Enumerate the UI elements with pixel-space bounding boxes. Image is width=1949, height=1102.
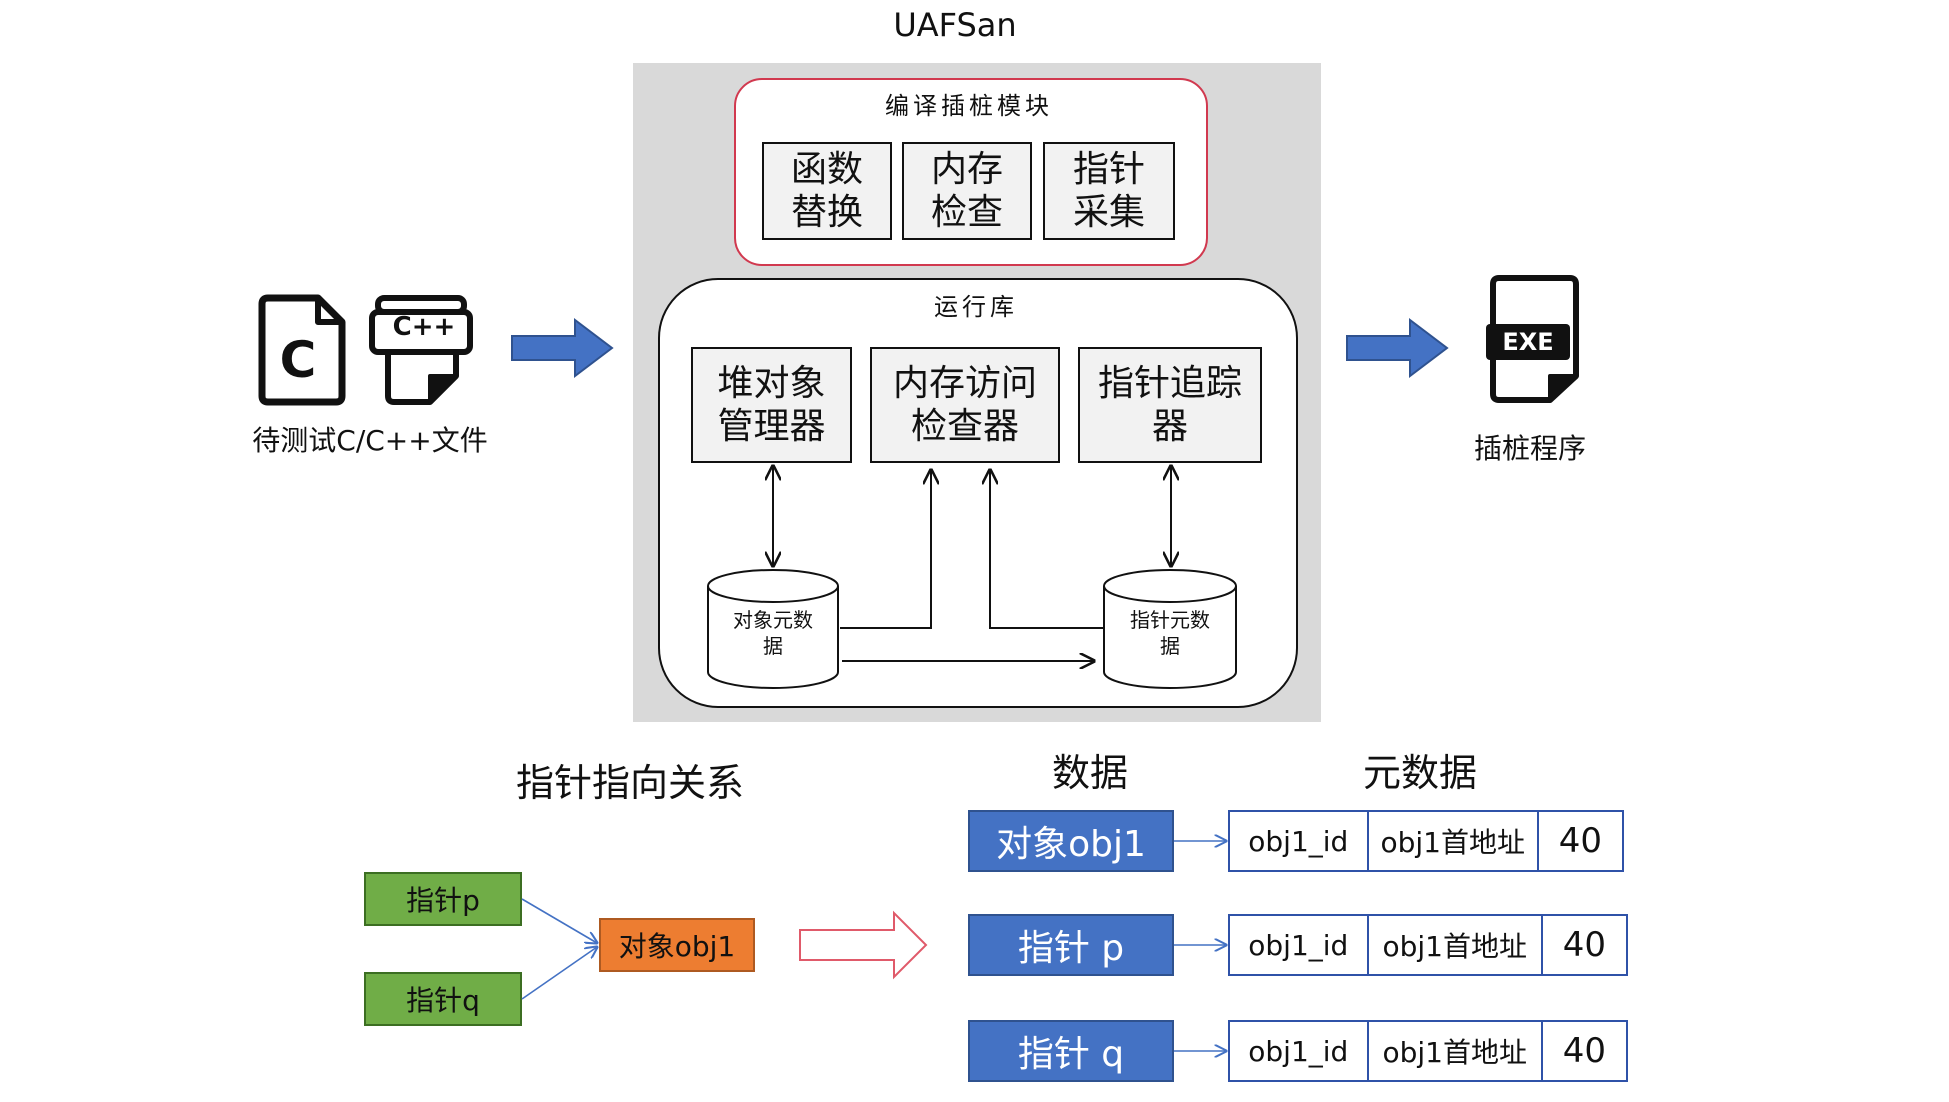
pointer-metadata-line1: 指针元数 xyxy=(1130,608,1210,632)
input-flow-arrow xyxy=(511,317,614,379)
pointer-collect-line1: 指针 xyxy=(1072,148,1145,190)
metadata-size-cell: 40 xyxy=(1562,925,1607,965)
metadata-addr-cell: obj1首地址 xyxy=(1369,916,1543,974)
input-files-label: 待测试C/C++文件 xyxy=(252,424,488,457)
pointer-tracker-line2: 器 xyxy=(1151,406,1188,447)
relation-heading: 指针指向关系 xyxy=(515,760,744,805)
data-pointer-p: 指针 p xyxy=(968,914,1174,976)
function-replace-box: 函数 替换 xyxy=(762,142,892,240)
memory-access-checker-box: 内存访问 检查器 xyxy=(870,347,1060,463)
pointer-p-to-object-arrow xyxy=(521,898,597,943)
heap-object-manager-line2: 管理器 xyxy=(717,406,826,447)
object-metadata-label: 对象元数 据 xyxy=(708,602,838,664)
pointer-q-box: 指针q xyxy=(364,972,522,1026)
metadata-size-cell: 40 xyxy=(1562,1031,1607,1071)
metadata-id-cell: obj1_id xyxy=(1230,812,1369,870)
memory-access-checker-line1: 内存访问 xyxy=(892,362,1037,404)
metadata-row-obj1: obj1_id obj1首地址 40 xyxy=(1228,810,1624,872)
function-replace-line2: 替换 xyxy=(790,192,863,233)
memory-access-checker-line2: 检查器 xyxy=(910,406,1019,447)
metadata-id-cell: obj1_id xyxy=(1230,1022,1369,1080)
metadata-size-cell: 40 xyxy=(1558,821,1603,861)
pointer-metadata-label: 指针元数 据 xyxy=(1104,602,1236,664)
metadata-addr-cell: obj1首地址 xyxy=(1369,812,1539,870)
object-metadata-line1: 对象元数 xyxy=(733,608,813,632)
diagram-title: UAFSan xyxy=(893,6,1017,44)
pointer-q-to-object-arrow xyxy=(521,947,597,1000)
transform-hollow-arrow xyxy=(799,910,928,980)
object-obj1-box: 对象obj1 xyxy=(599,918,755,972)
function-replace-line1: 函数 xyxy=(790,148,863,190)
memory-check-line2: 检查 xyxy=(930,192,1003,233)
pointer-tracker-line1: 指针追踪 xyxy=(1097,362,1242,404)
pointer-p-box: 指针p xyxy=(364,872,522,926)
output-program-label: 插桩程序 xyxy=(1473,432,1586,465)
pointer-metadata-line2: 据 xyxy=(1160,634,1180,658)
output-flow-arrow xyxy=(1346,317,1449,379)
memory-check-box: 内存 检查 xyxy=(902,142,1032,240)
data-heading: 数据 xyxy=(1051,750,1128,795)
metadata-row-q: obj1_id obj1首地址 40 xyxy=(1228,1020,1628,1082)
cpp-icon-text: C++ xyxy=(392,312,456,342)
pointer-tracker-box: 指针追踪 器 xyxy=(1078,347,1262,463)
compile-module-title: 编译插桩模块 xyxy=(885,91,1053,120)
data-object-obj1: 对象obj1 xyxy=(968,810,1174,872)
pointer-collect-line2: 采集 xyxy=(1072,192,1145,233)
object-metadata-line2: 据 xyxy=(763,634,783,658)
data-pointer-q: 指针 q xyxy=(968,1020,1174,1082)
heap-object-manager-box: 堆对象 管理器 xyxy=(691,347,852,463)
heap-object-manager-line1: 堆对象 xyxy=(717,362,826,404)
metadata-row-p: obj1_id obj1首地址 40 xyxy=(1228,914,1628,976)
metadata-heading: 元数据 xyxy=(1362,750,1477,795)
c-icon-text: C xyxy=(279,331,317,389)
metadata-addr-cell: obj1首地址 xyxy=(1369,1022,1543,1080)
runtime-title: 运行库 xyxy=(934,292,1018,321)
memory-check-line1: 内存 xyxy=(930,148,1003,190)
pointer-collect-box: 指针 采集 xyxy=(1043,142,1175,240)
metadata-id-cell: obj1_id xyxy=(1230,916,1369,974)
exe-icon-text: EXE xyxy=(1502,328,1554,356)
